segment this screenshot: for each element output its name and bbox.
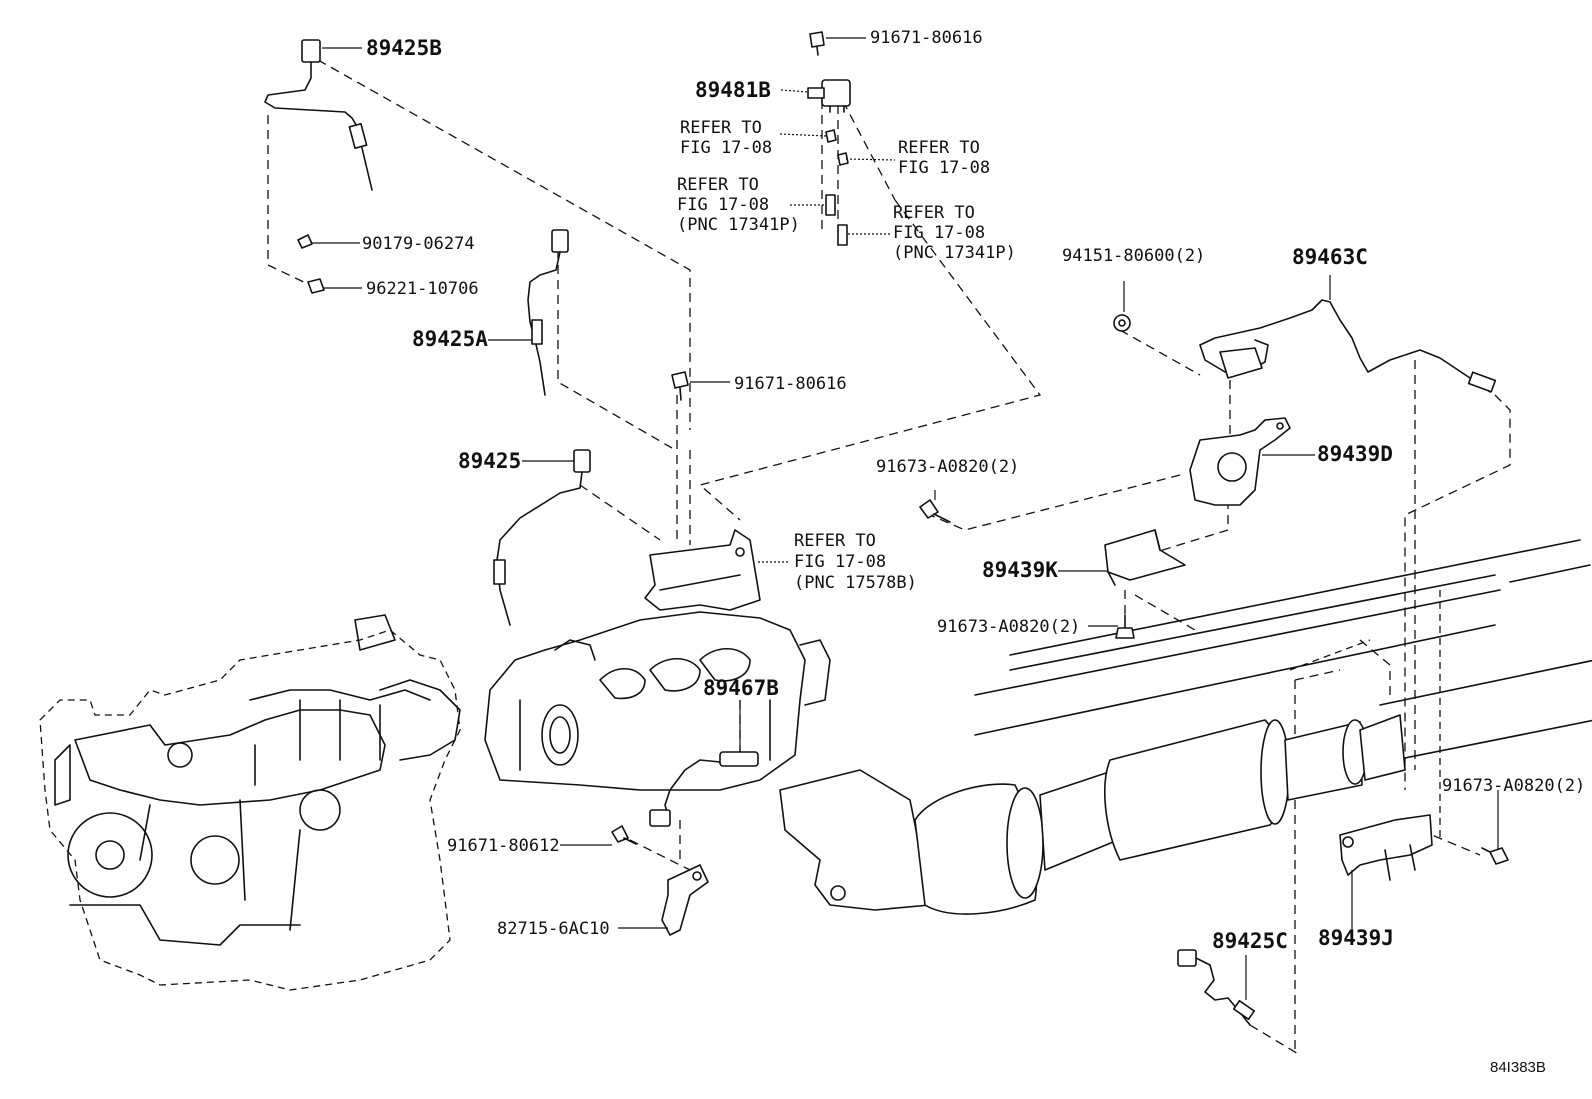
refer-note-5: REFER TO FIG 17-08 (PNC 17578B) <box>794 531 917 593</box>
label-89425A: 89425A <box>412 327 488 351</box>
refer-note-1-line1: REFER TO <box>680 118 762 138</box>
refer-note-4: REFER TO FIG 17-08 (PNC 17341P) <box>893 203 1016 263</box>
refer-note-4-line2: FIG 17-08 <box>893 223 985 243</box>
label-96221-10706: 96221-10706 <box>366 279 479 299</box>
refer-note-2: REFER TO FIG 17-08 <box>898 138 990 178</box>
label-89439D: 89439D <box>1317 442 1393 466</box>
sensor-89425 <box>493 449 591 626</box>
sensor-89463C <box>1199 299 1497 393</box>
sensor-89425A <box>527 229 569 396</box>
illustration-code: 84I383B <box>1490 1059 1546 1076</box>
assembly-dashed-lines <box>39 59 1511 1056</box>
bolt-91673-A0820-b <box>1115 614 1135 639</box>
clip-parts <box>297 234 325 294</box>
part-labels: 89425B 91671-80616 89481B 90179-06274 96… <box>362 28 1585 953</box>
label-89463C: 89463C <box>1292 245 1368 269</box>
label-94151-80600: 94151-80600(2) <box>1062 246 1205 266</box>
bolt-91671-80616-top <box>809 31 825 56</box>
label-91671-80616-mid: 91671-80616 <box>734 374 847 394</box>
refer-note-3: REFER TO FIG 17-08 (PNC 17341P) <box>677 175 800 235</box>
refer-note-3-line2: FIG 17-08 <box>677 195 769 215</box>
refer-note-5-line3: (PNC 17578B) <box>794 573 917 593</box>
vsv-89481B <box>807 79 851 246</box>
clamp-82715-6AC10 <box>661 864 709 936</box>
label-90179-06274: 90179-06274 <box>362 234 475 254</box>
refer-note-1: REFER TO FIG 17-08 <box>680 118 772 158</box>
label-91673-A0820-c: 91673-A0820(2) <box>1442 776 1585 796</box>
label-89439K: 89439K <box>982 558 1058 582</box>
engine-block <box>54 614 461 946</box>
refer-note-4-line3: (PNC 17341P) <box>893 243 1016 263</box>
label-89439J: 89439J <box>1318 926 1394 950</box>
label-89425C: 89425C <box>1212 929 1288 953</box>
sensor-89425C <box>1177 949 1256 1026</box>
leader-lines <box>312 37 1499 1000</box>
exhaust-catalytic-converter <box>779 714 1406 915</box>
label-89481B: 89481B <box>695 78 771 102</box>
chassis-frame-rails <box>974 539 1592 761</box>
bolt-91671-80616-mid <box>671 371 689 401</box>
label-89425B: 89425B <box>366 36 442 60</box>
label-89425: 89425 <box>458 449 521 473</box>
label-82715-6AC10: 82715-6AC10 <box>497 919 610 939</box>
exhaust-manifold <box>484 611 831 791</box>
label-91671-80616-top: 91671-80616 <box>870 28 983 48</box>
refer-labels: REFER TO FIG 17-08 REFER TO FIG 17-08 RE… <box>677 118 1016 593</box>
bracket-89439K <box>1104 529 1186 586</box>
refer-note-2-line2: FIG 17-08 <box>898 158 990 178</box>
bracket-89439D <box>1189 417 1291 506</box>
bracket-89439J <box>1339 814 1433 881</box>
refer-note-2-line1: REFER TO <box>898 138 980 158</box>
bolt-91671-80612 <box>611 825 637 845</box>
bolt-91673-A0820-c <box>1481 847 1509 865</box>
manifold-bracket <box>644 529 761 611</box>
refer-note-3-line1: REFER TO <box>677 175 759 195</box>
label-91673-A0820-b: 91673-A0820(2) <box>937 617 1080 637</box>
sensor-89425B <box>264 39 373 191</box>
refer-note-1-line2: FIG 17-08 <box>680 138 772 158</box>
refer-note-5-line2: FIG 17-08 <box>794 552 886 572</box>
label-91671-80612: 91671-80612 <box>447 836 560 856</box>
label-89467B: 89467B <box>703 676 779 700</box>
bolt-91673-A0820-a <box>919 499 951 523</box>
label-91673-A0820-a: 91673-A0820(2) <box>876 457 1019 477</box>
refer-note-5-line1: REFER TO <box>794 531 876 551</box>
sensor-89467B <box>649 751 759 827</box>
refer-note-4-line1: REFER TO <box>893 203 975 223</box>
refer-note-3-line3: (PNC 17341P) <box>677 215 800 235</box>
nut-94151-80600 <box>1113 314 1131 332</box>
